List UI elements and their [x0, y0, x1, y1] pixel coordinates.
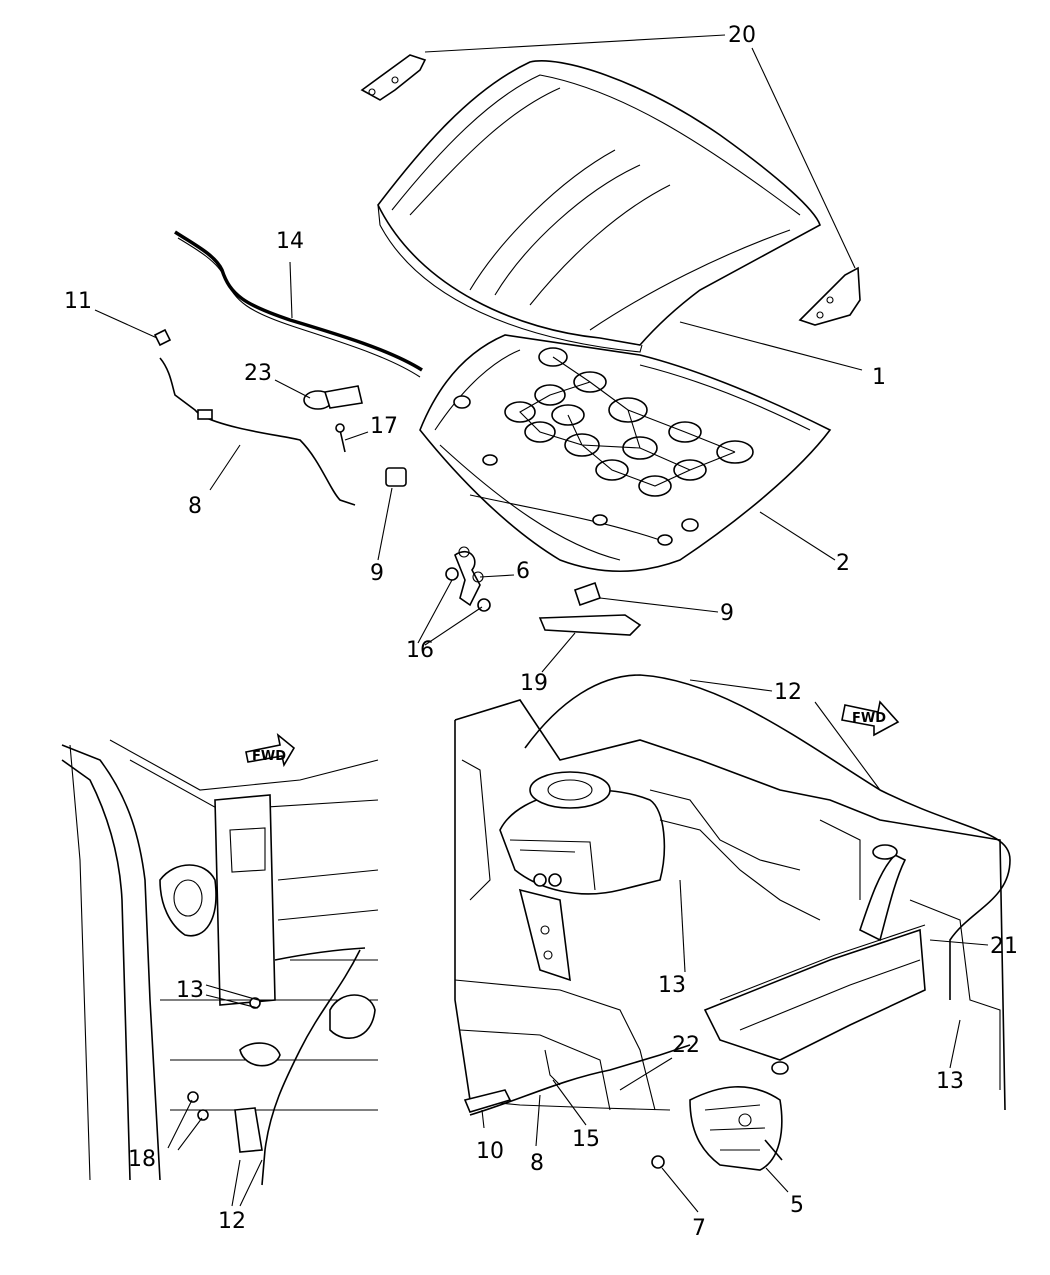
- engine-bay-left-view: [61, 739, 379, 1186]
- fwd-arrow-left-view: FWD: [245, 732, 296, 768]
- callout-13-left: 13: [176, 978, 204, 1003]
- hood-latch-5: [689, 1086, 783, 1171]
- callout-17: 17: [370, 414, 398, 439]
- callout-8-lower: 8: [530, 1151, 544, 1176]
- callout-16: 16: [406, 638, 434, 663]
- callout-8-upper: 8: [188, 494, 202, 519]
- leader-lines: [94, 34, 989, 1213]
- fwd-arrow-right-view: FWD: [841, 700, 900, 737]
- callout-23: 23: [244, 361, 272, 386]
- callout-labels: 20 14 11 1 23 17 8 9 2 6 9 16 19 12 21 1…: [64, 23, 1018, 1241]
- hood-inner-pads: [453, 347, 754, 546]
- callout-20: 20: [728, 23, 756, 48]
- hood-seal: [174, 230, 423, 378]
- callout-11: 11: [64, 289, 92, 314]
- callout-7: 7: [692, 1216, 706, 1241]
- callout-10: 10: [476, 1139, 504, 1164]
- callout-13-right: 13: [936, 1069, 964, 1094]
- callout-13-center: 13: [658, 973, 686, 998]
- hood-panel: [377, 60, 821, 353]
- release-cable-upper: [159, 357, 356, 506]
- callout-21: 21: [990, 934, 1018, 959]
- callout-9-left: 9: [370, 561, 384, 586]
- callout-1: 1: [872, 365, 886, 390]
- svg-text:FWD: FWD: [252, 749, 286, 764]
- hood-hinge-left: [360, 54, 427, 101]
- callout-19: 19: [520, 671, 548, 696]
- clip-11: [153, 328, 172, 347]
- engine-bay-right-view: [454, 674, 1011, 1116]
- callout-5: 5: [790, 1193, 804, 1218]
- svg-text:FWD: FWD: [852, 711, 886, 726]
- bumper-9b: [573, 581, 602, 607]
- callout-6: 6: [516, 559, 530, 584]
- latch-striker-6: [454, 546, 484, 607]
- hood-hinge-right: [798, 266, 861, 326]
- callout-9-right: 9: [720, 601, 734, 626]
- callout-18: 18: [128, 1147, 156, 1172]
- callout-14: 14: [276, 229, 304, 254]
- callout-2: 2: [836, 551, 850, 576]
- seal-19: [538, 614, 642, 636]
- callout-22: 22: [672, 1033, 700, 1058]
- callout-12-right: 12: [774, 680, 802, 705]
- screw-17: [335, 423, 346, 453]
- callout-12-left: 12: [218, 1209, 246, 1234]
- bumper-9a: [385, 467, 407, 487]
- bolt-7: [651, 1155, 665, 1169]
- prop-rod-23: [303, 385, 363, 410]
- callout-15: 15: [572, 1127, 600, 1152]
